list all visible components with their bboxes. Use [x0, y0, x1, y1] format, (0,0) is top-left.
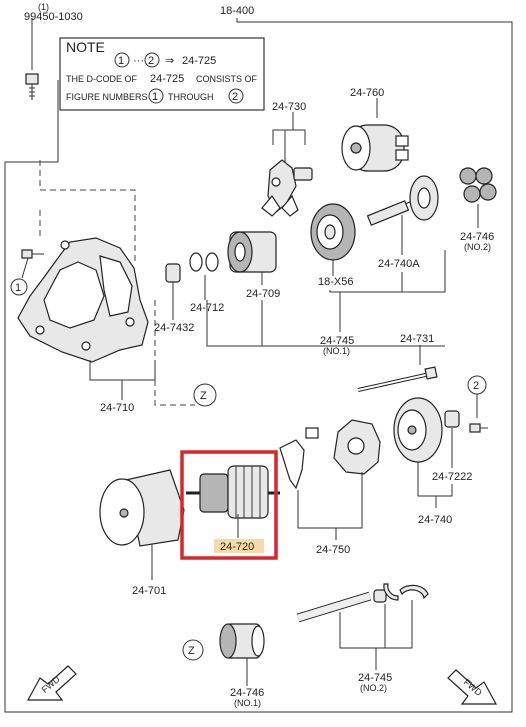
washer-24-7432[interactable]: [165, 263, 181, 283]
fwd-arrow-left: FWD: [26, 665, 77, 701]
planetary-shaft[interactable]: [366, 175, 439, 226]
solenoid-label: 24-760: [350, 87, 384, 99]
through-bolt-label: 24-731: [400, 333, 434, 345]
note-line3-a: FIGURE NUMBERS: [66, 92, 148, 102]
callout-1-text: 1: [15, 282, 21, 294]
pinion-no2-sub: (NO.2): [464, 242, 491, 252]
drive-housing[interactable]: [17, 237, 149, 363]
pinion-no2-label: 24-746: [460, 231, 494, 243]
rear-cover[interactable]: [393, 397, 443, 463]
note-line2-c: CONSISTS OF: [196, 74, 258, 84]
washer-24-7222[interactable]: [444, 410, 460, 428]
housing-leader-dashes: [39, 160, 195, 406]
starter-clutch[interactable]: [227, 231, 277, 273]
small-bolt[interactable]: [21, 249, 44, 259]
bearing-no1-sub: (NO.1): [323, 346, 350, 356]
note-range-to: 2: [148, 55, 154, 67]
note-title: NOTE: [66, 39, 105, 55]
note-line2-a: THE D-CODE OF: [66, 74, 138, 84]
note-line3-d: 2: [232, 91, 238, 103]
reduction-gear-18-x56[interactable]: [310, 203, 356, 261]
bolt-code-label: 99450-1030: [24, 11, 83, 23]
bearing-no1-label: 24-745: [320, 335, 354, 347]
screw-label: 24-7222: [432, 471, 472, 483]
note-line2-b: 24-725: [150, 73, 184, 85]
planetary-gears[interactable]: [459, 167, 497, 203]
pinion-gear[interactable]: [219, 623, 265, 659]
lever-label: 24-730: [272, 101, 306, 113]
callout-2-text: 2: [473, 380, 479, 392]
callout-z-upper: [193, 383, 217, 407]
note-range-dots: ···: [133, 55, 144, 67]
armature-label: 24-720: [220, 541, 254, 553]
armature-highlight-box: [180, 450, 278, 560]
callout-z-lower: [182, 639, 204, 661]
brush-holder-label: 24-750: [316, 544, 350, 556]
armature-label-highlight: [214, 539, 264, 553]
shaft-no2-sub: (NO.2): [360, 683, 387, 693]
note-range-from: 1: [118, 55, 124, 67]
gear-no1-sub: (NO.1): [234, 698, 261, 708]
rear-cover-label: 24-740: [418, 514, 452, 526]
callout-z-upper-text: Z: [200, 390, 207, 402]
gear-label: 18-X56: [318, 276, 353, 288]
yoke-assembly[interactable]: [99, 469, 185, 547]
note-line3-b: 1: [152, 91, 158, 103]
yoke-label: 24-701: [132, 585, 166, 597]
note-line3-c: THROUGH: [168, 92, 214, 102]
through-bolt[interactable]: [357, 366, 438, 392]
callout-z-lower-text: Z: [188, 645, 195, 657]
armature[interactable]: [186, 465, 280, 519]
callout-1-housing: [10, 278, 28, 296]
shaft-label: 24-740A: [378, 258, 420, 270]
small-screw[interactable]: [469, 423, 488, 433]
note-box: NOTE 1 ··· 2 ⇒ 24-725 THE D-CODE OF 24-7…: [59, 37, 265, 111]
gear-no1-label: 24-746: [230, 687, 264, 699]
shaft-no2-label: 24-745: [358, 672, 392, 684]
housing-label: 24-710: [100, 402, 134, 414]
stop-ring[interactable]: [189, 252, 219, 272]
magnetic-switch[interactable]: [341, 124, 409, 172]
clutch-label: 24-709: [246, 288, 280, 300]
frame-lines: [4, 18, 513, 713]
note-code: 24-725: [182, 55, 216, 67]
note-arrow: ⇒: [165, 55, 174, 67]
brush-holder[interactable]: [279, 419, 381, 490]
bearing-halves[interactable]: [383, 583, 429, 601]
washer-label: 24-7432: [154, 322, 194, 334]
assembly-code-label: 18-400: [220, 5, 254, 17]
fwd-arrow-right: FWD: [447, 669, 498, 705]
drive-lever[interactable]: [261, 159, 313, 217]
bolt-99450-1030[interactable]: [25, 73, 39, 100]
pinion-shaft[interactable]: [296, 589, 387, 623]
bolt-qty-label: (1): [38, 2, 49, 12]
